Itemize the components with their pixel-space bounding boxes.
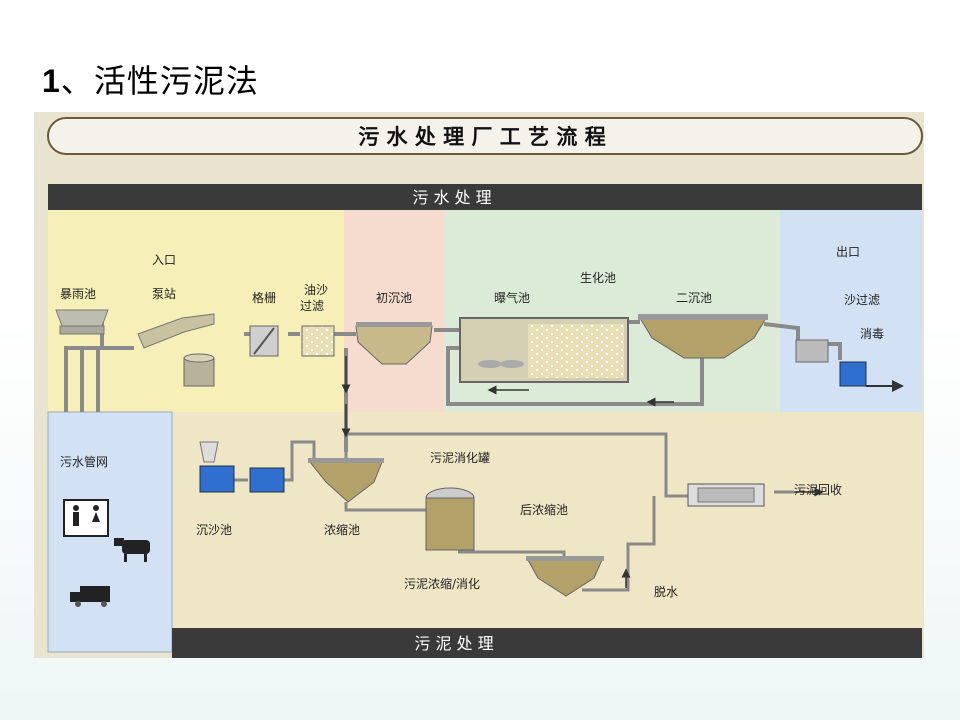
zone-sewer-network xyxy=(47,411,173,653)
label-oil-sand-1: 油沙 xyxy=(304,283,328,297)
thickener xyxy=(308,458,384,503)
label-grit: 沉沙池 xyxy=(196,523,232,537)
label-pump-station: 泵站 xyxy=(152,287,176,301)
label-disinfect: 消毒 xyxy=(860,327,884,341)
storm-tank xyxy=(55,309,109,335)
label-secondary: 二沉池 xyxy=(676,291,712,305)
sand-filter-unit xyxy=(795,339,829,363)
label-entrance: 入口 xyxy=(152,253,176,267)
label-exit: 出口 xyxy=(836,245,860,259)
sewage-header-text: 污 水 处 理 xyxy=(412,188,491,207)
oil-sand-filter xyxy=(301,325,335,357)
zone-sludge xyxy=(48,412,922,628)
disinfection-tank xyxy=(839,361,867,387)
grit-chamber xyxy=(199,441,285,493)
secondary-clarifier xyxy=(638,314,768,359)
label-recycle: 污泥回收 xyxy=(794,483,842,497)
slide-separator: 、 xyxy=(60,62,94,100)
banner-title: 污 水 处 理 厂 工 艺 流 程 xyxy=(358,125,606,149)
process-flow-diagram: 污 水 处 理 厂 工 艺 流 程 污 水 处 理 污 泥 处 理 xyxy=(34,112,924,658)
slide-title-text: 活性污泥法 xyxy=(93,62,259,100)
sewage-header-bar xyxy=(48,184,922,210)
banner: 污 水 处 理 厂 工 艺 流 程 xyxy=(47,117,923,155)
label-thickener: 浓缩池 xyxy=(324,522,360,537)
aeration-tank xyxy=(459,317,629,383)
pump-station xyxy=(137,313,215,387)
label-bio: 生化池 xyxy=(580,271,616,285)
slide-title: 1、活性污泥法 xyxy=(42,56,259,102)
primary-clarifier xyxy=(355,322,433,365)
label-storm-tank: 暴雨池 xyxy=(60,287,96,301)
truck-icon xyxy=(70,586,110,607)
label-dewater: 脱水 xyxy=(654,584,678,599)
label-sewer: 污水管网 xyxy=(60,454,108,469)
digester-tank xyxy=(425,487,475,551)
restroom-icon xyxy=(63,499,109,537)
post-thickener xyxy=(526,556,604,597)
label-digester: 污泥消化罐 xyxy=(430,451,490,465)
label-screen: 格栅 xyxy=(252,290,276,305)
sludge-footer-bar xyxy=(172,628,922,658)
label-post-thickener: 后浓缩池 xyxy=(520,502,568,517)
sludge-footer-text: 污 泥 处 理 xyxy=(414,634,493,653)
dewatering-press xyxy=(687,483,765,507)
cow-icon xyxy=(114,538,150,562)
screen-unit xyxy=(249,325,279,357)
label-sand-filter: 沙过滤 xyxy=(844,293,880,307)
zone-primary xyxy=(344,210,444,412)
label-primary: 初沉池 xyxy=(376,291,412,305)
label-aeration: 曝气池 xyxy=(494,290,530,305)
slide-number: 1 xyxy=(42,63,61,99)
label-oil-sand-2: 过滤 xyxy=(300,299,324,313)
label-thick-digest: 污泥浓缩/消化 xyxy=(404,576,480,591)
